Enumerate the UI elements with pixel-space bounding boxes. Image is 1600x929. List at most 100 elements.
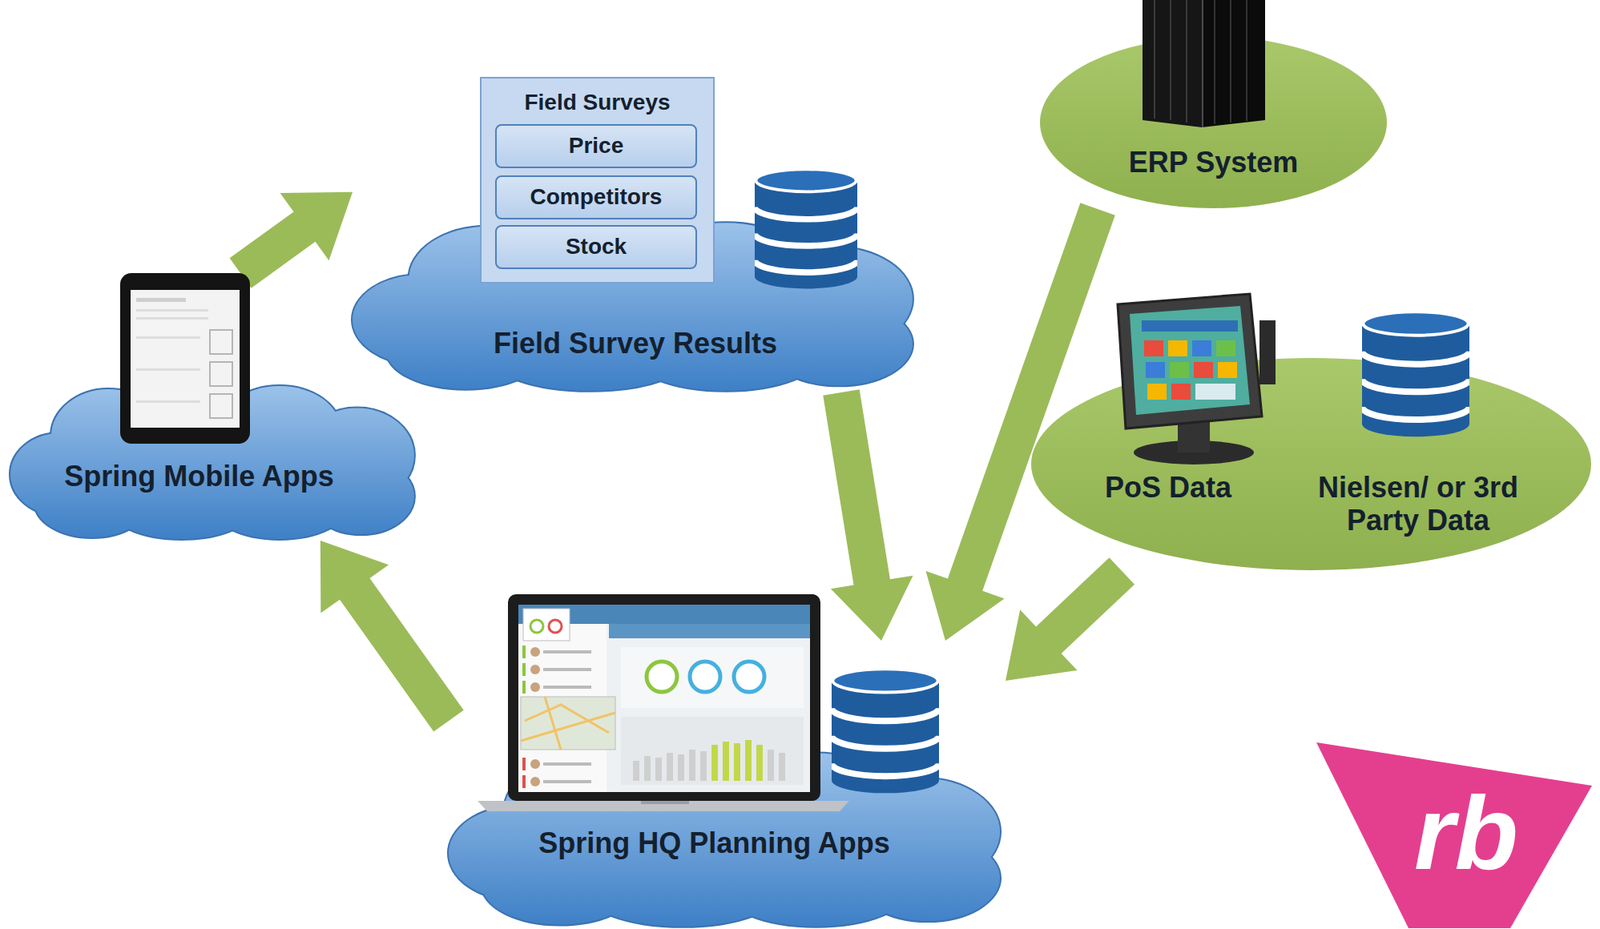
database-icon (1362, 311, 1470, 437)
laptop-icon-part (520, 697, 616, 750)
server-icon-part (1201, 0, 1266, 128)
laptop-icon-part (543, 650, 592, 654)
pos-terminal-icon-part (1216, 340, 1236, 357)
laptop-icon-part (733, 661, 765, 693)
laptop-icon-part (520, 697, 616, 750)
cloud-outline (10, 386, 415, 540)
laptop-icon-part (711, 745, 718, 782)
laptop-icon-part (722, 741, 730, 782)
laptop-icon-part (543, 762, 592, 766)
laptop-icon (477, 594, 850, 812)
logo-text: rb (1414, 781, 1519, 886)
ellipse-shape (1039, 36, 1388, 210)
node-label: Spring Mobile Apps (64, 459, 335, 493)
flow-arrow (229, 192, 353, 289)
pos-terminal-icon-part (1169, 362, 1189, 379)
ellipse-fill (1039, 36, 1387, 209)
server-icon-part (1169, 0, 1172, 121)
laptop-icon-part (530, 664, 541, 675)
node-label: Price (568, 132, 625, 159)
pos-terminal-icon-part (1145, 362, 1165, 379)
pos-terminal-icon-part (1195, 383, 1236, 400)
cloud-outline (352, 222, 913, 391)
tablet-icon (120, 273, 250, 444)
laptop-icon-part (530, 759, 541, 770)
pos-terminal-icon-part (1217, 362, 1238, 379)
laptop-icon-part (632, 761, 640, 782)
laptop-icon-part (530, 647, 541, 657)
flow-arrow (822, 389, 913, 641)
tablet-icon-part (136, 336, 201, 339)
flow-arrow (1005, 557, 1135, 682)
cloud-outline (448, 753, 1000, 927)
node-label: ERP System (1128, 145, 1298, 179)
pos-terminal-icon-part (1133, 440, 1254, 465)
laptop-icon-part (689, 749, 696, 782)
server-icon-part (1245, 0, 1248, 121)
pos-terminal-icon-part (1141, 320, 1238, 332)
laptop-icon-part (548, 620, 562, 633)
laptop-icon-part (523, 608, 570, 641)
laptop-icon-part (518, 624, 607, 793)
pos-terminal-icon-part (1144, 340, 1164, 357)
laptop-icon-part (767, 749, 774, 782)
pos-terminal-icon-part (1193, 362, 1214, 379)
database-icon (754, 169, 858, 289)
laptop-icon-part (756, 745, 763, 782)
laptop-icon-part (640, 801, 690, 805)
node-label: PoS Data (1068, 471, 1269, 504)
tablet-icon-part (209, 394, 233, 419)
database-icon (831, 669, 940, 794)
server-icon-part (1153, 0, 1156, 119)
laptop-icon-part (655, 757, 662, 782)
cloud-node: Spring HQ Planning Apps (448, 640, 1006, 929)
logo-mark-part (1316, 742, 1592, 929)
pos-terminal-icon-part (1192, 340, 1212, 357)
server-icon-part (1142, 0, 1202, 128)
flow-arrow (320, 540, 464, 732)
laptop-icon-part (608, 624, 811, 639)
laptop-icon-part (530, 777, 541, 787)
cloud-node: Spring Mobile Apps (10, 273, 419, 541)
pos-terminal-icon-part (1259, 320, 1276, 385)
server-icon-part (1229, 0, 1232, 123)
laptop-icon-part (700, 751, 707, 782)
server-icon-part (1185, 0, 1188, 123)
laptop-icon-part (522, 757, 526, 771)
laptop-icon-part (530, 620, 544, 633)
panel-heading: Field Surveys (523, 89, 670, 116)
laptop-icon-part (522, 645, 526, 659)
tablet-icon-part (136, 317, 209, 320)
node-label: Nielsen/ or 3rd Party Data (1297, 471, 1539, 538)
laptop-icon-part (507, 594, 821, 802)
tablet-icon-part (136, 309, 209, 312)
logo-mark (1316, 742, 1592, 929)
laptop-icon-part (530, 682, 541, 693)
laptop-icon-part (518, 604, 811, 625)
laptop-icon-part (646, 661, 678, 693)
cloud-fill (10, 386, 415, 540)
laptop-icon-part (644, 756, 651, 782)
pos-terminal-icon-part (1171, 383, 1191, 400)
laptop-icon-part (733, 743, 741, 782)
laptop-icon-part (666, 753, 674, 782)
ellipse-fill (1031, 358, 1592, 571)
pos-terminal-icon-part (1129, 306, 1250, 416)
survey-panel: Field SurveysPriceCompetitorsStock (479, 76, 715, 284)
node-label: Competitors (530, 184, 663, 210)
server-icon (1142, 0, 1266, 128)
tablet-icon-part (130, 290, 240, 428)
ellipse-shape (1030, 357, 1592, 572)
tablet-icon-part (209, 362, 233, 387)
pos-terminal-icon-part (1168, 340, 1188, 357)
tablet-icon-part (120, 273, 250, 444)
ellipse-node: ERP System (1039, 36, 1388, 210)
node-label: Stock (565, 233, 627, 260)
laptop-icon-part (778, 753, 786, 782)
survey-item: Competitors (495, 175, 698, 220)
laptop-icon-part (518, 604, 811, 793)
laptop-icon-part (543, 780, 592, 784)
laptop-icon-part (522, 681, 526, 694)
laptop-icon-part (689, 661, 721, 693)
